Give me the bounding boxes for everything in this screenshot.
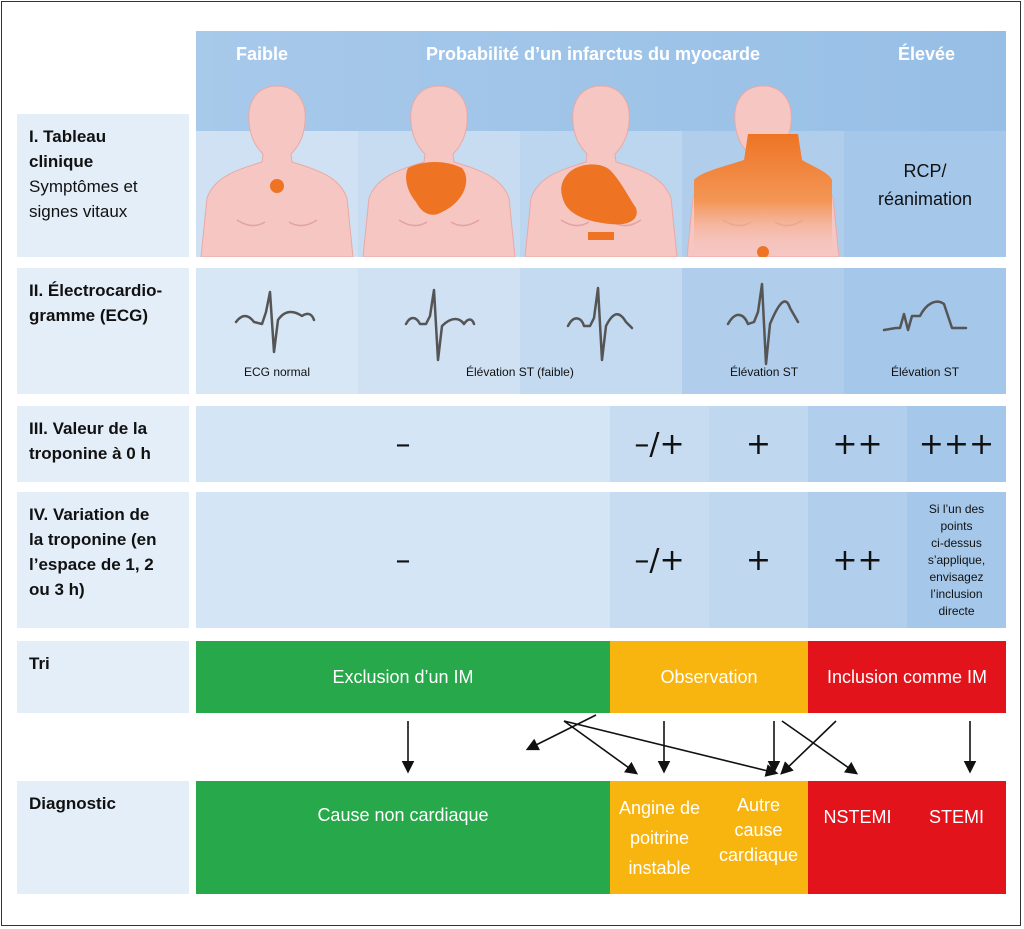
row-label-troponin-0h: III. Valeur de la troponine à 0 h [17,406,189,482]
header-low-label: Faible [236,44,289,64]
tropd-value-neg: – [196,492,610,628]
row-label-ecg: II. Électrocardio- gramme (ECG) [17,268,189,394]
trop0-title-1: III. Valeur de la [29,419,148,438]
tropd-note: Si l’un des points ci-dessus s’applique,… [907,492,1006,628]
diagnosis-stemi: STEMI [907,781,1006,894]
arrow-down-icon-8 [781,720,859,775]
trop0-value-pos3: +++ [907,406,1006,482]
clinical-title-2: clinique [29,152,94,171]
note-line-6: l’inclusion [930,586,983,601]
ecg-caption-st-2: Élévation ST [891,365,960,379]
torso-icon-2 [362,85,516,257]
trop0-value-pos: + [709,406,808,482]
arrow-down-icon-4 [563,720,779,777]
note-line-5: envisagez [929,569,984,584]
nstemi-label: NSTEMI [823,807,892,827]
note-line-2: points [940,518,973,533]
ecg-caption-st-low: Élévation ST (faible) [466,365,574,379]
torso-figures [200,85,840,257]
triage-observation: Observation [610,641,808,713]
ecg-waves [234,282,968,366]
row-label-troponin-delta: IV. Variation de la troponine (en l’espa… [17,492,189,628]
other-line-3: cardiaque [718,845,799,865]
angina-line-2: poitrine [629,827,690,848]
tropd-title-1: IV. Variation de [29,505,150,524]
trop0-value-neg: – [196,406,610,482]
triage-title: Tri [29,654,50,673]
diagnosis-title: Diagnostic [29,794,116,813]
ecg-caption-st: Élévation ST [730,365,799,379]
ecg-wave-icon-5 [882,300,968,332]
ecg-title-1: II. Électrocardio- [29,281,163,300]
ecg-title-2: gramme (ECG) [29,306,149,325]
triage-arrows [401,714,977,777]
torso-icon-4 [686,85,840,257]
header-title: Probabilité d’un infarctus du myocarde [426,44,761,64]
tropd-value-pos: + [709,492,808,628]
torso-icon-1 [200,85,354,257]
ecg-caption-normal: ECG normal [244,365,311,379]
diagnosis-nstemi: NSTEMI [808,781,907,894]
diagnosis-angina: Angine de poitrine instable [610,781,709,894]
note-line-7: directe [938,603,975,618]
trop0-value-negpos: –/+ [610,406,709,482]
clinical-sub-1: Symptômes et [29,177,138,196]
cpr-text: RCP/ réanimation [844,150,1006,220]
row-label-diagnosis: Diagnostic [17,781,189,894]
triage-exclusion: Exclusion d’un IM [196,641,610,713]
cpr-line-2: réanimation [877,189,973,209]
other-line-2: cause [734,820,783,840]
tropd-title-2: la troponine (en [29,530,157,549]
row-label-triage: Tri [17,641,189,713]
row-label-clinical: I. Tableau clinique Symptômes et signes … [17,114,189,257]
note-line-1: Si l’un des [928,501,985,516]
other-line-1: Autre [736,795,781,815]
tropd-value-pos2: ++ [808,492,907,628]
ecg-wave-icon-3 [566,286,634,362]
clinical-title-1: I. Tableau [29,127,107,146]
arrow-down-icon-2 [525,714,597,751]
ecg-panel-5 [844,268,1006,394]
triage-inclusion: Inclusion comme IM [808,641,1006,713]
angina-line-1: Angine de [618,797,701,818]
header-high-label: Élevée [898,44,956,64]
trop0-value-pos2: ++ [808,406,907,482]
diagnosis-other-cardiac: Autre cause cardiaque [709,781,808,894]
angina-line-3: instable [628,857,691,878]
tropd-title-3: l’espace de 1, 2 [29,555,154,574]
arrow-down-icon-7 [780,720,837,775]
clinical-panel-5 [844,131,1006,257]
tropd-title-4: ou 3 h) [29,580,85,599]
ecg-wave-icon-2 [404,288,476,362]
clinical-sub-2: signes vitaux [29,202,128,221]
ecg-wave-icon-4 [726,282,800,366]
torso-icon-3 [524,85,678,257]
cpr-line-1: RCP/ [903,161,947,181]
trop0-title-2: troponine à 0 h [29,444,151,463]
diagnosis-noncardiac-label: Cause non cardiaque [317,805,489,825]
tropd-value-negpos: –/+ [610,492,709,628]
ecg-panel-2 [358,268,520,394]
arrow-down-icon-3 [563,720,639,775]
stemi-label: STEMI [928,807,984,827]
note-line-4: s’applique, [927,552,986,567]
diagnosis-noncardiac: Cause non cardiaque [196,781,610,894]
ecg-wave-icon-1 [234,290,316,354]
note-line-3: ci-dessus [931,535,982,550]
